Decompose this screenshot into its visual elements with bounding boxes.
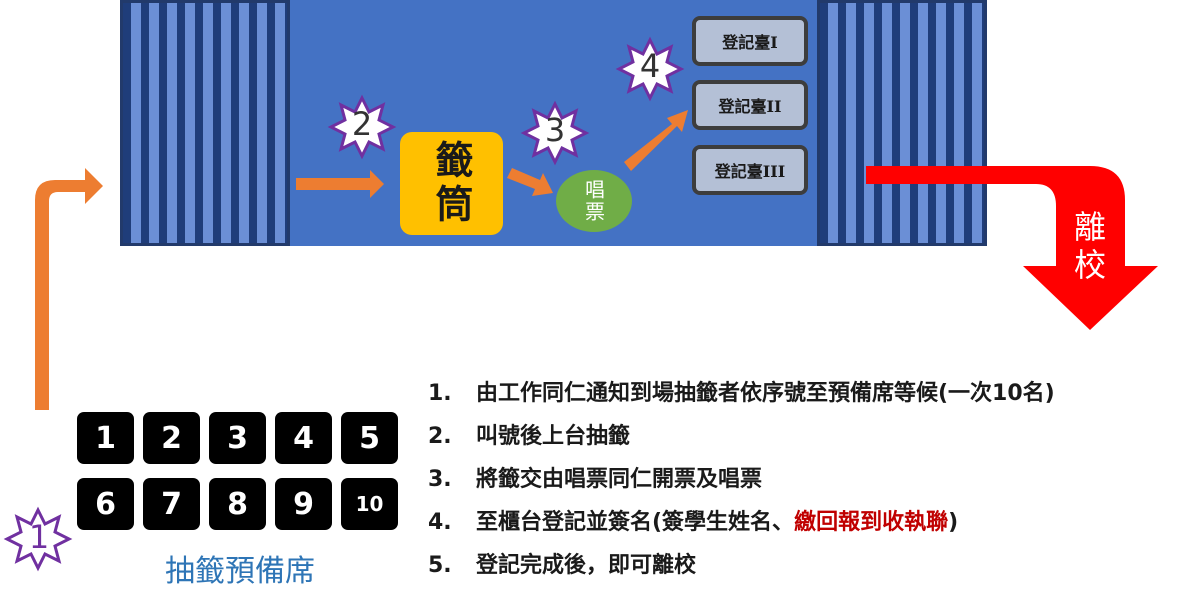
step-tail: ) <box>948 510 959 535</box>
seat-8: 8 <box>209 478 266 530</box>
ticket-caller: 唱票 <box>556 170 632 232</box>
seat-7: 7 <box>143 478 200 530</box>
badge-3-icon <box>520 100 590 166</box>
step-number: 1. <box>428 381 452 406</box>
step-number: 5. <box>428 553 452 578</box>
seat-1: 1 <box>77 412 134 464</box>
lottery-tube: 籤筒 <box>400 132 503 235</box>
step-item: 4. 至櫃台登記並簽名(簽學生姓名、繳回報到收執聯) <box>428 501 1055 544</box>
arrow-to-entrance-icon <box>35 168 103 410</box>
registration-desk-1: 登記臺I <box>692 16 808 66</box>
step-text: 至櫃台登記並簽名(簽學生姓名、 <box>476 510 795 535</box>
badge-2-number: 2 <box>351 105 373 143</box>
exit-arrow-icon <box>866 166 1158 330</box>
step-number: 2. <box>428 424 452 449</box>
step-number: 3. <box>428 467 452 492</box>
arrow-to-caller-icon <box>507 168 553 196</box>
seat-9: 9 <box>275 478 332 530</box>
step-number: 4. <box>428 510 452 535</box>
registration-desk-2: 登記臺II <box>692 80 808 130</box>
lottery-tube-label: 籤筒 <box>429 139 473 228</box>
waiting-area-caption: 抽籤預備席 <box>165 554 315 589</box>
step-text: 由工作同仁通知到場抽籤者依序號至預備席等候(一次10名) <box>476 381 1055 406</box>
seat-10: 10 <box>341 478 398 530</box>
arrow-to-desks-icon <box>624 110 688 171</box>
procedure-steps: 1. 由工作同仁通知到場抽籤者依序號至預備席等候(一次10名) 2. 叫號後上台… <box>428 372 1055 587</box>
seat-6: 6 <box>77 478 134 530</box>
step-item: 5. 登記完成後，即可離校 <box>428 544 1055 587</box>
step-text: 登記完成後，即可離校 <box>476 553 697 578</box>
seat-5: 5 <box>341 412 398 464</box>
step-highlight: 繳回報到收執聯 <box>794 510 949 535</box>
arrow-to-tube-icon <box>296 170 384 198</box>
badge-3-number: 3 <box>544 111 566 149</box>
step-text: 將籤交由唱票同仁開票及唱票 <box>476 467 763 492</box>
exit-gate <box>817 0 987 246</box>
step-text: 叫號後上台抽籤 <box>476 424 631 449</box>
exit-label: 離校 <box>1068 210 1108 286</box>
badge-1-icon <box>3 506 73 572</box>
step-item: 1. 由工作同仁通知到場抽籤者依序號至預備席等候(一次10名) <box>428 372 1055 415</box>
seat-4: 4 <box>275 412 332 464</box>
step-item: 3. 將籤交由唱票同仁開票及唱票 <box>428 458 1055 501</box>
exit-label-text: 離校 <box>1069 210 1107 286</box>
badge-4-number: 4 <box>639 47 661 85</box>
seat-2: 2 <box>143 412 200 464</box>
step-item: 2. 叫號後上台抽籤 <box>428 415 1055 458</box>
registration-desk-3: 登記臺III <box>692 145 808 195</box>
badge-1-number: 1 <box>28 518 50 556</box>
seat-3: 3 <box>209 412 266 464</box>
ticket-caller-label: 唱票 <box>581 179 606 223</box>
badge-4-icon <box>615 36 685 102</box>
badge-2-icon <box>327 94 397 160</box>
entrance-gate <box>120 0 290 246</box>
